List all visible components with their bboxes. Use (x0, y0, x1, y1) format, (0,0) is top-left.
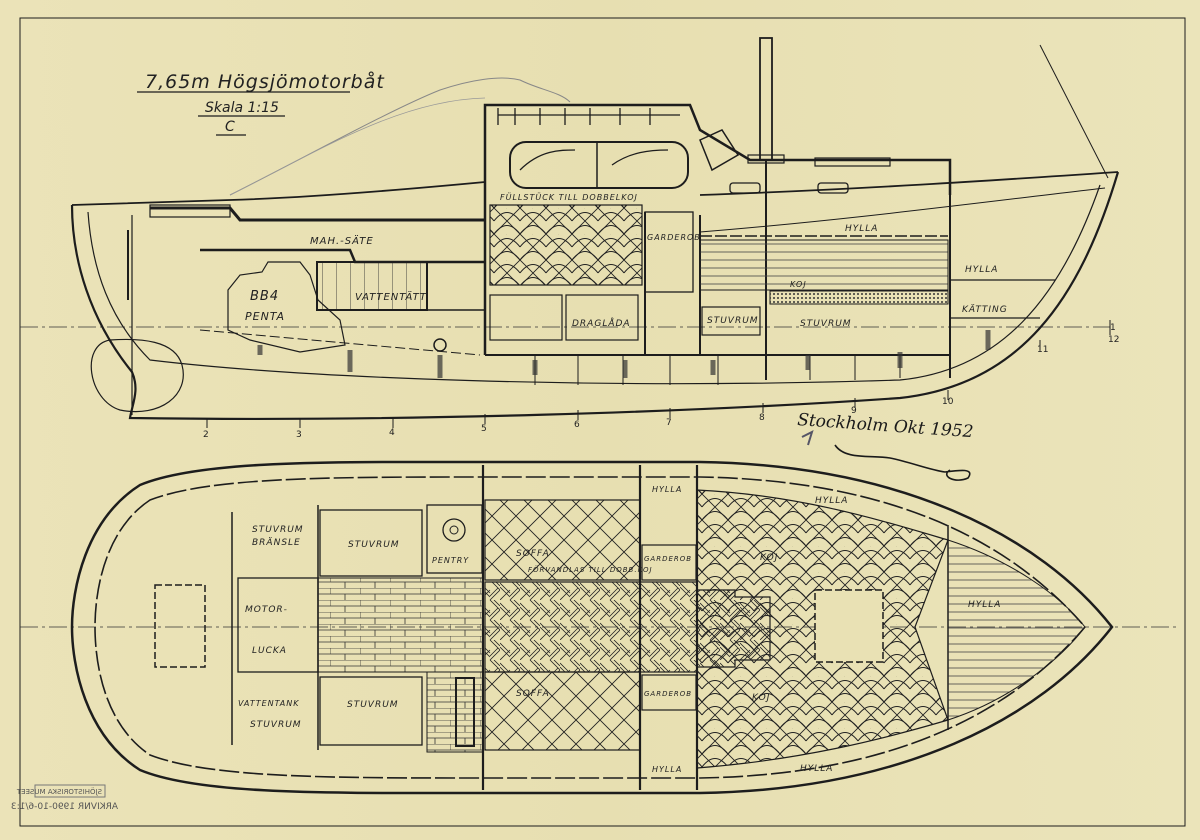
label-hylla-bottom-small: HYLLA (652, 765, 682, 774)
mast (759, 37, 773, 161)
station-3: 3 (296, 430, 302, 440)
signature-place-date: Stockholm Okt 1952 (797, 410, 974, 442)
stamp-archive-number: ARKIVNR 1990-10-6/1:3 (11, 802, 118, 812)
cabin-structure (483, 103, 952, 355)
station-6: 6 (574, 420, 580, 430)
station-marks: 2 3 4 5 6 7 8 9 10 11 12 1 (203, 320, 1119, 440)
label-hylla-1: HYLLA (845, 224, 878, 234)
label-soffa-top: SOFFA (516, 549, 550, 559)
label-soffa-note: FÖRVANDLAS TILL DOBB.KOJ (528, 565, 653, 574)
sheet-border (19, 17, 1186, 827)
rudder (90, 338, 184, 413)
hull-profile (70, 171, 1120, 420)
label-fullstuck: FÜLLSTÜCK TILL DOBBELKOJ (500, 192, 638, 202)
label-hylla-top: HYLLA (815, 496, 848, 506)
label-mah-sate: MAH.-SÄTE (310, 234, 374, 247)
label-motor: MOTOR- (245, 605, 288, 615)
label-engine-model: BB4 (250, 289, 279, 304)
station-5: 5 (481, 424, 487, 434)
fore-hatch (814, 589, 884, 663)
station-7: 7 (666, 418, 672, 428)
double-berth-infill (489, 204, 643, 286)
station-2: 2 (203, 430, 209, 440)
hull-plan (70, 460, 1114, 795)
cockpit-floor (317, 577, 484, 673)
sheet-letter: C (225, 119, 235, 135)
station-8: 8 (759, 413, 765, 423)
label-stuvrum-1: STUVRUM (707, 316, 759, 326)
label-stuvrum-bransle-2: BRÄNSLE (252, 537, 301, 548)
label-stuvrum-bottom: STUVRUM (347, 700, 399, 710)
label-hylla-bottom: HYLLA (800, 764, 833, 774)
sofa-bottom (484, 671, 641, 751)
signature: Stockholm Okt 1952 (797, 410, 974, 481)
bow-shelf (947, 539, 1086, 721)
label-koj-bottom: KOJ (752, 693, 770, 703)
label-vattentank: VATTENTANK (238, 699, 300, 708)
label-garderob: GARDEROB (647, 233, 701, 242)
cabin-window (509, 141, 689, 189)
archive-stamp: SJÖHISTORISKA MUSEET ARKIVNR 1990-10-6/1… (11, 784, 118, 812)
label-stuvrum-bottom-left: STUVRUM (250, 720, 302, 730)
station-12: 12 (1108, 335, 1119, 345)
profile-view: 2 3 4 5 6 7 8 9 10 11 12 1 MAH.-SÄTE VAT… (20, 37, 1120, 440)
label-lucka: LUCKA (252, 646, 287, 656)
label-stuvrum-top: STUVRUM (348, 540, 400, 550)
label-hylla-top-small: HYLLA (652, 485, 682, 494)
label-vattentatt: VATTENTÄTT (355, 290, 427, 303)
label-garderob-top: GARDEROB (644, 555, 692, 563)
stamp-museum: SJÖHISTORISKA MUSEET (16, 787, 102, 796)
label-garderob-bottom: GARDEROB (644, 690, 692, 698)
engine (227, 261, 346, 353)
stove-icon (442, 518, 466, 542)
station-9: 9 (851, 406, 857, 416)
label-katting: KÄTTING (962, 304, 1008, 315)
label-draglada: DRAGLÅDA (572, 317, 631, 329)
station-10: 10 (942, 397, 954, 407)
label-koj-top: KOJ (760, 553, 778, 563)
station-4: 4 (389, 428, 395, 438)
label-hylla-bow: HYLLA (968, 600, 1001, 610)
saloon-berth-infill (484, 581, 698, 673)
station-1: 1 (1110, 323, 1116, 333)
label-soffa-bottom: SOFFA (516, 689, 550, 699)
title-block: 7,65m Högsjömotorbåt Skala 1:15 C (137, 70, 385, 136)
signature-scrawl (834, 444, 971, 481)
station-11: 11 (1037, 345, 1048, 355)
sofa-top (484, 499, 641, 581)
label-pentry: PENTRY (432, 556, 469, 565)
label-hylla-2: HYLLA (965, 265, 998, 275)
drawing-scale: Skala 1:15 (205, 100, 279, 116)
wardrobe (644, 211, 694, 293)
label-koj: KOJ (790, 280, 807, 289)
drawing-title: 7,65m Högsjömotorbåt (145, 70, 385, 93)
label-engine-make: PENTA (245, 310, 285, 323)
berth-mattress (769, 290, 949, 305)
label-stuvrum-bransle-1: STUVRUM (252, 525, 304, 535)
plan-view: STUVRUM BRÄNSLE STUVRUM PENTRY MOTOR- LU… (20, 460, 1180, 795)
label-stuvrum-2: STUVRUM (800, 319, 852, 329)
